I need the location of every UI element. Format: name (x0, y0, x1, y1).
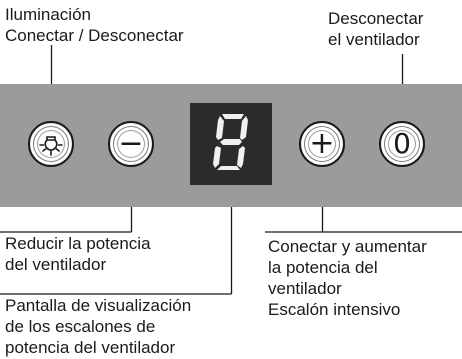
light-button[interactable] (28, 121, 74, 167)
increase-label-line1: Conectar y aumentar (268, 237, 427, 256)
decrease-fan-button[interactable]: − (108, 121, 154, 167)
intensive-level-label: Escalón intensivo (268, 300, 401, 319)
reduce-label-line1: Reducir la potencia (5, 234, 151, 253)
increase-label-line2: la potencia del (268, 258, 378, 277)
fan-off-label-line1: Desconectar (328, 9, 424, 28)
display-label-line3: potencia del ventilador (5, 338, 176, 357)
reduce-label-line2: del ventilador (5, 255, 107, 274)
fan-level-display (190, 103, 272, 185)
increase-label-line3: ventilador (268, 279, 342, 298)
minus-icon: − (118, 126, 144, 161)
power-off-icon: 0 (393, 127, 411, 160)
display-digit (211, 111, 251, 178)
lighting-label-action: Conectar / Desconectar (5, 26, 184, 45)
light-bulb-icon (37, 130, 65, 158)
lighting-label-title: Iluminación (5, 5, 91, 24)
increase-fan-button[interactable]: + (299, 121, 345, 167)
fan-off-label-line2: el ventilador (328, 30, 420, 49)
display-label-line1: Pantalla de visualización (5, 296, 192, 315)
plus-icon: + (309, 126, 335, 161)
fan-off-button[interactable]: 0 (379, 121, 425, 167)
display-label-line2: de los escalones de (5, 317, 156, 336)
